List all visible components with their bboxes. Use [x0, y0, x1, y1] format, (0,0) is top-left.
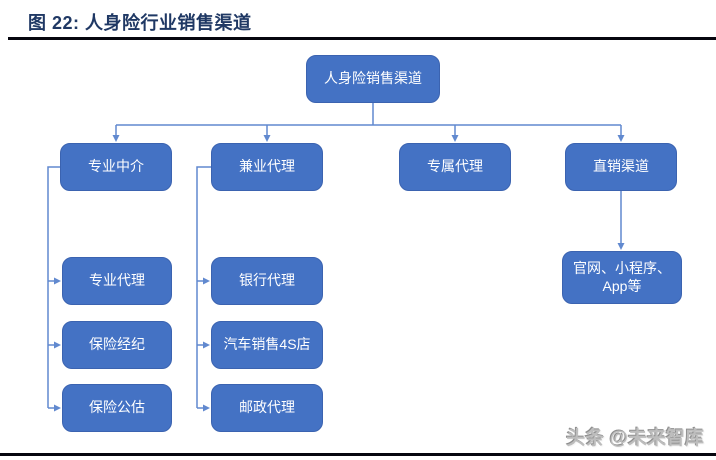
node-leaf-insurance-assessment: 保险公估 — [62, 384, 172, 432]
title-underline — [8, 37, 716, 40]
node-branch-exclusive-agency: 专属代理 — [399, 143, 511, 191]
node-branch-professional-intermediary: 专业中介 — [60, 143, 172, 191]
watermark: 头条 @未来智库 — [566, 428, 704, 449]
bottom-rule — [0, 453, 716, 456]
node-branch-direct-channel: 直销渠道 — [565, 143, 677, 191]
node-leaf-bank-agency: 银行代理 — [211, 257, 323, 305]
node-leaf-postal-agency: 邮政代理 — [211, 384, 323, 432]
node-leaf-auto-4s-store: 汽车销售4S店 — [211, 321, 323, 369]
node-root: 人身险销售渠道 — [306, 55, 440, 103]
figure-title: 图 22: 人身险行业销售渠道 — [28, 13, 252, 33]
node-leaf-insurance-brokerage: 保险经纪 — [62, 321, 172, 369]
node-leaf-official-website-miniprogram-app: 官网、小程序、App等 — [562, 251, 682, 304]
node-branch-sideline-agency: 兼业代理 — [211, 143, 323, 191]
node-leaf-professional-agency: 专业代理 — [62, 257, 172, 305]
